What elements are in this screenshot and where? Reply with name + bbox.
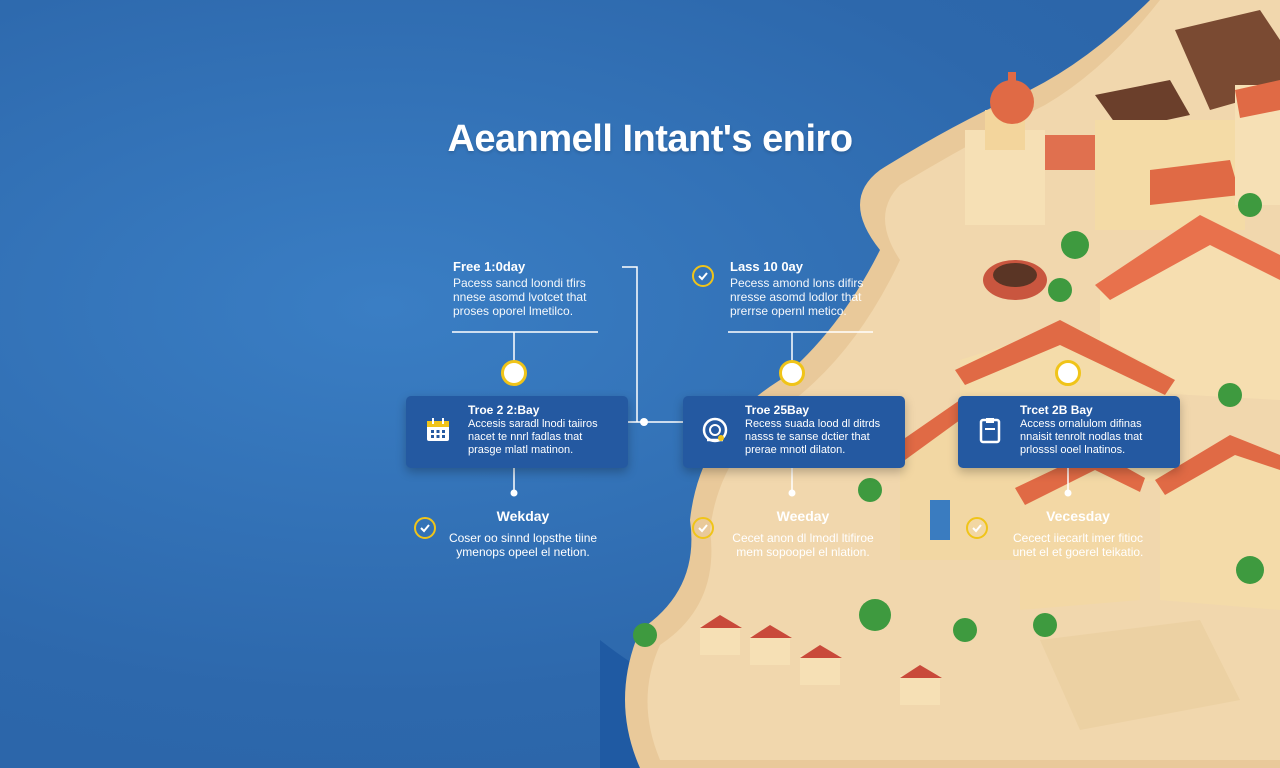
- bottom-note-heading: Vecesday: [1046, 508, 1110, 524]
- clipboard-icon: [979, 418, 1001, 444]
- bottom-note-body: Cecet anon dl lmodl ltifiroe mem sopoope…: [732, 531, 874, 559]
- top-note-body: Pacess sancd loondi tfirs nnese asomd lv…: [453, 276, 587, 318]
- card-body: Accesis saradl lnodi taiiros nacet te nn…: [468, 418, 598, 456]
- bottom-note-body: Coser oo sinnd lopsthe tiine ymenops ope…: [448, 531, 598, 559]
- calendar-icon: [427, 418, 449, 441]
- bottom-note-2: Weeday Cecet anon dl lmodl ltifiroe mem …: [693, 509, 913, 559]
- timeline-card-2: Troe 25Bay Recess suada lood dl ditrds n…: [683, 396, 905, 468]
- top-note-2: Lass 10 0ay Pecess amond lons difirs nre…: [730, 259, 864, 319]
- check-icon: [692, 265, 714, 287]
- page-title: Aeanmell Intant's eniro: [447, 118, 853, 160]
- check-icon: [692, 517, 714, 539]
- timeline-card-1: Troe 2 2:Bay Accesis saradl lnodi taiiro…: [406, 396, 628, 468]
- top-note-heading: Free 1:0day: [453, 259, 526, 274]
- card-body: Access ornalulom difinas nnaisit tenrolt…: [1020, 418, 1143, 456]
- check-icon: [414, 517, 436, 539]
- bottom-note-3: Vecesday Cecect iiecarlt imer fitioc une…: [968, 509, 1188, 559]
- timeline-node: [1055, 360, 1081, 386]
- card-heading: Troe 2 2:Bay: [468, 403, 540, 417]
- timeline-node: [779, 360, 805, 386]
- card-heading: Troe 25Bay: [745, 403, 810, 417]
- bottom-note-heading: Weeday: [776, 508, 830, 524]
- top-note-heading: Lass 10 0ay: [730, 259, 804, 274]
- bottom-note-body: Cecect iiecarlt imer fitioc unet el et g…: [1012, 531, 1144, 559]
- card-body: Recess suada lood dl ditrds nasss te san…: [745, 418, 881, 456]
- bottom-note-heading: Wekday: [496, 508, 550, 524]
- bottom-note-1: Wekday Coser oo sinnd lopsthe tiine ymen…: [413, 509, 633, 559]
- timeline-node: [501, 360, 527, 386]
- gauge-icon: [702, 417, 728, 443]
- timeline-card-3: Trcet 2B Bay Access ornalulom difinas nn…: [958, 396, 1180, 468]
- top-note-body: Pecess amond lons difirs nresse asomd lo…: [730, 276, 864, 318]
- check-icon: [966, 517, 988, 539]
- card-heading: Trcet 2B Bay: [1020, 403, 1093, 417]
- top-note-1: Free 1:0day Pacess sancd loondi tfirs nn…: [453, 259, 587, 319]
